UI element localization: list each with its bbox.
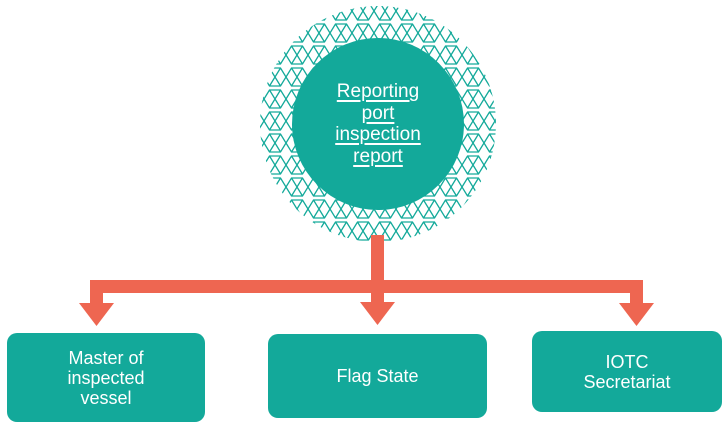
connector-lines xyxy=(79,235,654,326)
hub-label[interactable]: Reporting port inspection report xyxy=(298,68,458,180)
recipient-box-flag-state: Flag State xyxy=(268,334,487,418)
horizontal-bar xyxy=(90,280,643,293)
hub-label-line-4[interactable]: report xyxy=(353,145,403,167)
arrowhead-left xyxy=(79,303,114,326)
recipient-box-master: Master of inspected vessel xyxy=(7,333,205,422)
hub-label-line-1[interactable]: Reporting xyxy=(336,81,420,102)
trunk-line xyxy=(371,235,384,287)
hub-label-line-2[interactable]: port xyxy=(361,102,395,124)
recipient-label-line: IOTC xyxy=(605,351,649,372)
hub-circle xyxy=(292,38,464,210)
drop-right xyxy=(630,283,643,305)
drop-left xyxy=(90,283,103,305)
arrowhead-center xyxy=(360,302,395,325)
recipient-box-iotc-secretariat: IOTC Secretariat xyxy=(532,331,722,412)
recipient-label-line: Flag State xyxy=(336,366,419,386)
recipient-label-line: Secretariat xyxy=(583,371,671,392)
arrowhead-right xyxy=(619,303,654,326)
hub-label-line-3[interactable]: inspection xyxy=(335,124,421,145)
recipient-label-line: Master of xyxy=(68,347,144,368)
recipient-label-line: inspected xyxy=(67,367,145,388)
recipient-label-line: vessel xyxy=(80,387,132,408)
drop-center xyxy=(371,283,384,305)
